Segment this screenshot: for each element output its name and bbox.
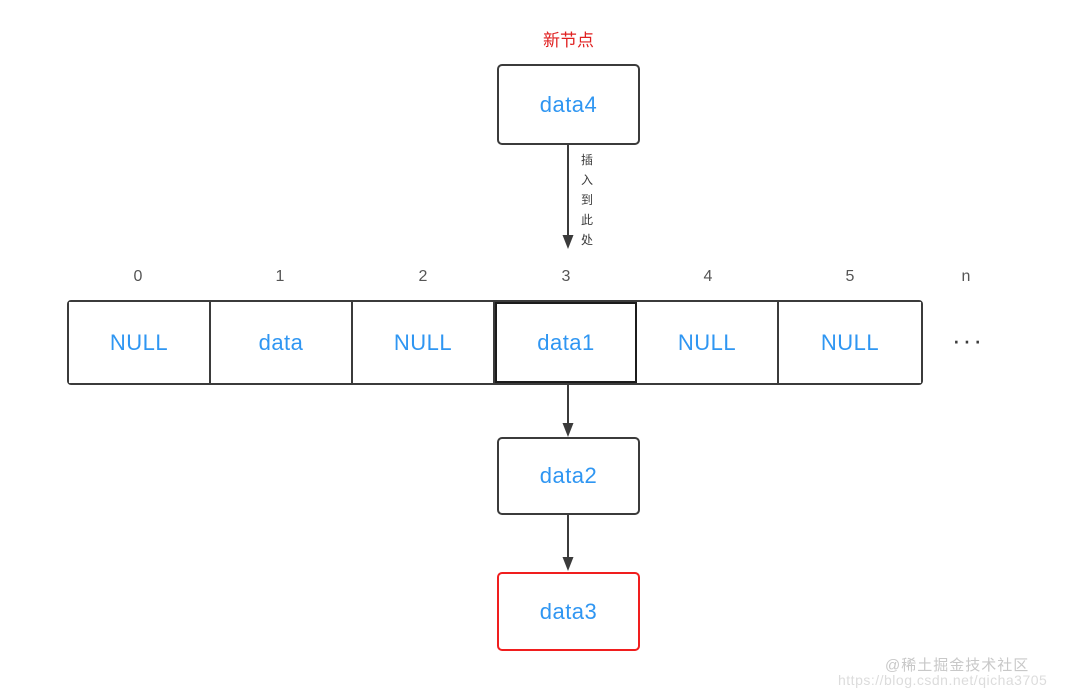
array-cell-value: NULL <box>109 329 169 355</box>
array-index-n: n <box>961 268 971 285</box>
array-cell-5[interactable]: NULL <box>779 302 921 383</box>
node-box-data2[interactable]: data2 <box>497 437 640 515</box>
array-cell-value: data1 <box>537 329 595 355</box>
node-label: data4 <box>539 91 598 117</box>
insert-here-annotation: 插 入 到 此 处 <box>578 150 596 250</box>
array-index-4: 4 <box>703 268 713 285</box>
node-label: data2 <box>539 463 598 488</box>
array-index-0: 0 <box>133 268 143 285</box>
annotation-char-1: 入 <box>580 173 593 187</box>
array-index-5: 5 <box>845 268 855 285</box>
node-box-data3[interactable]: data3 <box>497 572 640 651</box>
node-box-data4[interactable]: data4 <box>497 64 640 145</box>
array-index-2: 2 <box>418 268 428 285</box>
annotation-char-3: 此 <box>580 213 593 227</box>
watermark-brand: @稀土掘金技术社区 <box>885 657 1030 674</box>
annotation-char-4: 处 <box>580 233 593 247</box>
arrow-newnode-to-array <box>562 145 574 249</box>
arrow-array-to-data2 <box>562 385 574 437</box>
array-cell-1[interactable]: data <box>211 302 353 383</box>
annotation-char-2: 到 <box>580 193 593 207</box>
array-cell-0[interactable]: NULL <box>69 302 211 383</box>
array-index-1: 1 <box>275 268 285 285</box>
array-cell-2[interactable]: NULL <box>353 302 495 383</box>
node-label: data3 <box>539 598 598 624</box>
array-overflow-ellipsis: ··· <box>952 325 984 355</box>
array-cell-value: NULL <box>820 329 880 355</box>
array-index-3: 3 <box>561 268 571 285</box>
array-cell-value: data <box>258 329 304 355</box>
array-cell-value: NULL <box>393 329 453 355</box>
array-cell-4[interactable]: NULL <box>637 302 779 383</box>
array-cell-value: NULL <box>677 329 737 355</box>
hash-array: NULL data NULL data1 NULL NULL <box>67 300 923 385</box>
annotation-char-0: 插 <box>580 153 593 167</box>
watermark-url: https://blog.csdn.net/qicha3705 <box>838 672 1048 688</box>
array-cell-3[interactable]: data1 <box>495 302 637 383</box>
arrow-data2-to-data3 <box>562 515 574 571</box>
new-node-title: 新节点 <box>543 31 594 50</box>
